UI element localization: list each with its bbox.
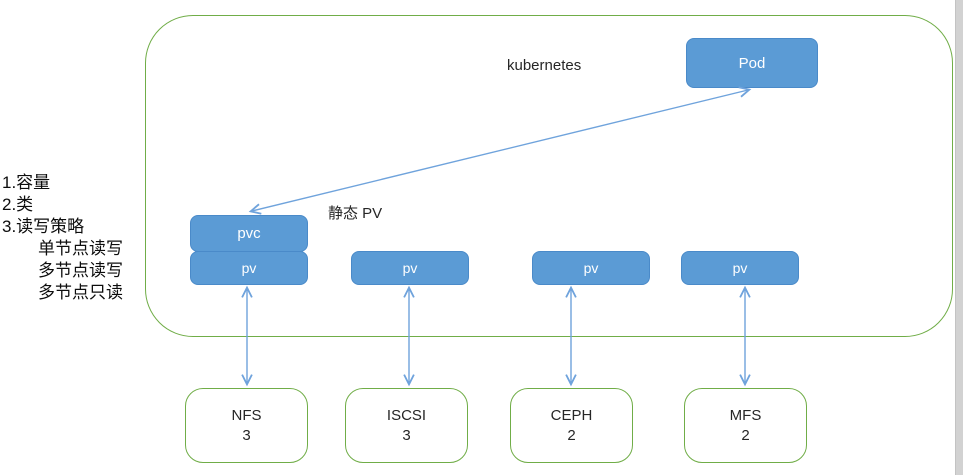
storage-node-mfs: MFS 2 [684, 388, 807, 463]
note-line-capacity: 1.容量 [2, 173, 51, 192]
storage-name: CEPH [550, 406, 593, 424]
storage-node-ceph: CEPH 2 [510, 388, 633, 463]
static-pv-label: 静态 PV [328, 205, 383, 222]
storage-node-nfs: NFS 3 [185, 388, 308, 463]
note-line-rwo: 单节点读写 [38, 239, 123, 258]
note-line-rwx: 多节点读写 [38, 261, 123, 280]
storage-node-iscsi: ISCSI 3 [345, 388, 468, 463]
pv-node-4: pv [681, 251, 799, 285]
scrollbar-track[interactable] [955, 0, 963, 475]
pv-attributes-note: 1.容量 2.类 3.读写策略 单节点读写 多节点读写 多节点只读 [2, 172, 123, 304]
storage-name: NFS [231, 406, 262, 424]
storage-count: 2 [741, 426, 750, 444]
storage-count: 3 [242, 426, 251, 444]
pv-node-2: pv [351, 251, 469, 285]
storage-count: 2 [567, 426, 576, 444]
note-line-class: 2.类 [2, 195, 34, 214]
storage-name: ISCSI [386, 406, 427, 424]
pv-node-1: pv [190, 251, 308, 285]
pod-node: Pod [686, 38, 818, 88]
storage-count: 3 [402, 426, 411, 444]
storage-name: MFS [729, 406, 762, 424]
note-line-access-policy: 3.读写策略 [2, 217, 85, 236]
note-line-rox: 多节点只读 [38, 283, 123, 302]
pvc-node: pvc [190, 215, 308, 252]
pv-node-3: pv [532, 251, 650, 285]
kubernetes-label: kubernetes [507, 57, 582, 74]
